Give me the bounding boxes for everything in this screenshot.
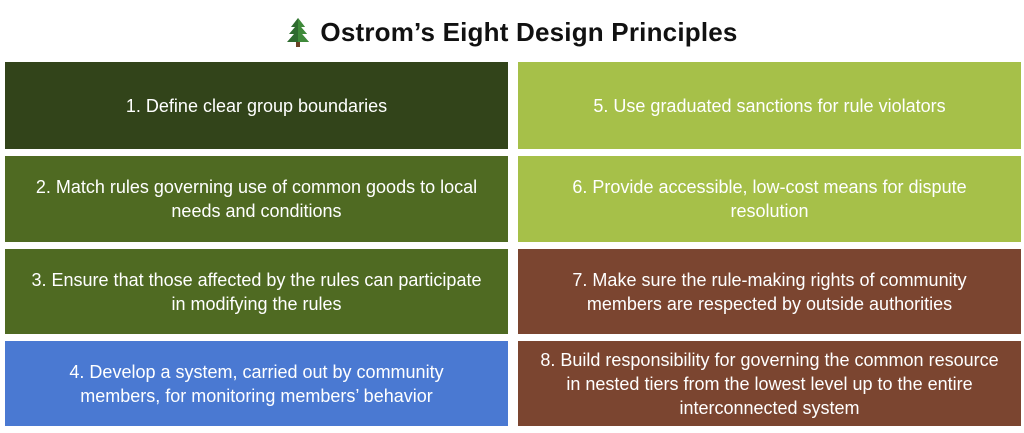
principle-7-box: 7. Make sure the rule-making rights of c… [518, 249, 1021, 334]
principle-5-text: 5. Use graduated sanctions for rule viol… [593, 95, 946, 116]
title-text: Ostrom’s Eight Design Principles [320, 16, 738, 47]
principle-7-text: 7. Make sure the rule-making rights of c… [572, 269, 967, 314]
principle-8-box: 8. Build responsibility for governing th… [518, 341, 1021, 426]
principle-3-text: 3. Ensure that those affected by the rul… [31, 269, 482, 314]
right-column: 5. Use graduated sanctions for rule viol… [518, 62, 1021, 433]
principle-1-text: 1. Define clear group boundaries [125, 95, 388, 116]
principle-6-box: 6. Provide accessible, low-cost means fo… [518, 156, 1021, 242]
principle-5-box: 5. Use graduated sanctions for rule viol… [518, 62, 1021, 149]
principle-6-text: 6. Provide accessible, low-cost means fo… [572, 177, 967, 221]
diagram-title: Ostrom’s Eight Design Principles [0, 12, 1024, 52]
principle-4-box: 4. Develop a system, carried out by comm… [5, 341, 508, 426]
principle-2-text: 2. Match rules governing use of common g… [35, 177, 478, 221]
principle-2-box: 2. Match rules governing use of common g… [5, 156, 508, 242]
principles-grid: 1. Define clear group boundaries 2. Matc… [5, 62, 1021, 433]
evergreen-tree-icon [287, 18, 310, 47]
principle-8-text: 8. Build responsibility for governing th… [540, 349, 999, 418]
left-column: 1. Define clear group boundaries 2. Matc… [5, 62, 508, 433]
principle-3-box: 3. Ensure that those affected by the rul… [5, 249, 508, 334]
principle-4-text: 4. Develop a system, carried out by comm… [69, 361, 444, 406]
principle-1-box: 1. Define clear group boundaries [5, 62, 508, 149]
